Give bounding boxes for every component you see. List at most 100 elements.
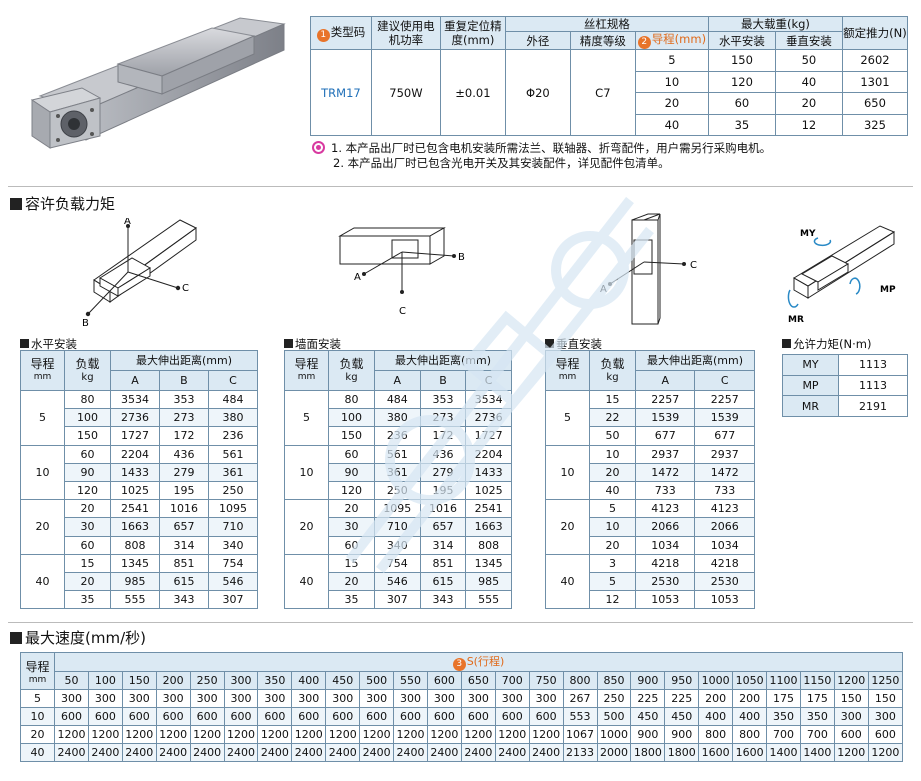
model-code[interactable]: TRM17 <box>310 49 372 136</box>
stroke-col: 550 <box>393 671 428 690</box>
horizontal-load: 150 <box>707 49 776 72</box>
distance-cell: 615 <box>419 571 467 592</box>
speed-cell: 400 <box>732 707 768 726</box>
col-c: C <box>207 370 259 391</box>
load-col-unit: kg <box>345 371 358 383</box>
speed-cell: 1800 <box>664 743 700 762</box>
distance-cell: 2530 <box>694 571 755 592</box>
vertical-load: 12 <box>774 113 843 136</box>
speed-cell: 175 <box>799 689 835 708</box>
speed-cell: 1200 <box>460 725 496 744</box>
load-cell: 5 <box>589 499 636 519</box>
distance-cell: 195 <box>419 480 467 501</box>
load-cell: 80 <box>64 389 111 410</box>
distance-header: 最大伸出距离(mm) <box>374 350 512 371</box>
thrust-value: 650 <box>841 92 909 115</box>
distance-cell: 1034 <box>694 535 755 555</box>
distance-cell: 1025 <box>465 480 512 501</box>
lead-cell: 5 <box>545 390 590 446</box>
load-cell: 22 <box>589 408 636 428</box>
distance-cell: 1053 <box>634 590 696 610</box>
speed-cell: 450 <box>630 707 666 726</box>
distance-cell: 1472 <box>634 462 696 482</box>
speed-cell: 800 <box>698 725 734 744</box>
distance-cell: 436 <box>158 444 209 464</box>
stroke-col: 800 <box>562 671 598 690</box>
speed-cell: 450 <box>664 707 700 726</box>
load-col-label: 负载 <box>600 356 625 371</box>
distance-cell: 436 <box>419 444 467 464</box>
speed-cell: 2400 <box>291 743 327 762</box>
load-cell: 35 <box>64 590 111 610</box>
load-cell: 30 <box>328 517 375 537</box>
speed-cell: 150 <box>833 689 869 708</box>
distance-cell: 4218 <box>634 553 696 573</box>
stroke-col: 750 <box>528 671 564 690</box>
thrust-value: 1301 <box>841 70 909 93</box>
distance-cell: 236 <box>374 426 421 446</box>
speed-cell: 600 <box>460 707 496 726</box>
speed-cell: 2400 <box>257 743 293 762</box>
thrust-value: 325 <box>841 113 909 136</box>
section-square-icon <box>10 632 22 644</box>
stroke-col: 1250 <box>867 671 904 690</box>
distance-cell: 1663 <box>465 517 512 537</box>
distance-cell: 561 <box>374 444 421 464</box>
speed-cell: 600 <box>87 707 123 726</box>
load-cell: 3 <box>589 553 636 573</box>
speed-cell: 2400 <box>54 743 89 762</box>
distance-cell: 484 <box>374 389 421 410</box>
distance-cell: 484 <box>207 389 259 410</box>
motor-value: 750W <box>370 49 441 136</box>
label-mp: MP <box>880 285 896 295</box>
distance-cell: 1095 <box>207 499 259 519</box>
stroke-col: 900 <box>630 671 666 690</box>
speed-cell: 1200 <box>494 725 530 744</box>
lead-cell: 40 <box>20 553 65 610</box>
lead-value: 20 <box>634 92 709 115</box>
col-c: C <box>694 370 755 391</box>
distance-cell: 250 <box>374 480 421 501</box>
subtitle-vertical-label: 垂直安装 <box>556 337 602 351</box>
square-icon <box>545 339 554 348</box>
distance-cell: 353 <box>419 389 467 410</box>
speed-lead-unit: mm <box>28 674 47 685</box>
distance-cell: 2257 <box>694 389 755 410</box>
speed-cell: 1200 <box>155 725 191 744</box>
speed-cell: 300 <box>494 689 530 708</box>
speed-cell: 1200 <box>426 725 462 744</box>
diagram-horizontal: A C B <box>82 218 197 329</box>
speed-cell: 600 <box>494 707 530 726</box>
speed-cell: 2400 <box>155 743 191 762</box>
distance-cell: 1472 <box>694 462 755 482</box>
stroke-col: 300 <box>223 671 259 690</box>
distance-cell: 710 <box>207 517 259 537</box>
square-icon <box>20 339 29 348</box>
distance-cell: 546 <box>207 571 259 592</box>
speed-cell: 400 <box>698 707 734 726</box>
lead-cell: 5 <box>284 390 329 446</box>
distance-cell: 340 <box>374 535 421 555</box>
speed-cell: 300 <box>223 689 259 708</box>
speed-cell: 1200 <box>257 725 293 744</box>
od-value: Φ20 <box>504 49 571 136</box>
load-cell: 5 <box>589 571 636 592</box>
distance-cell: 279 <box>419 462 467 482</box>
speed-cell: 2400 <box>223 743 259 762</box>
distance-cell: 1727 <box>465 426 512 446</box>
speed-cell: 1200 <box>325 725 361 744</box>
speed-cell: 1600 <box>732 743 768 762</box>
speed-cell: 300 <box>87 689 123 708</box>
lead-cell: 20 <box>545 499 590 555</box>
